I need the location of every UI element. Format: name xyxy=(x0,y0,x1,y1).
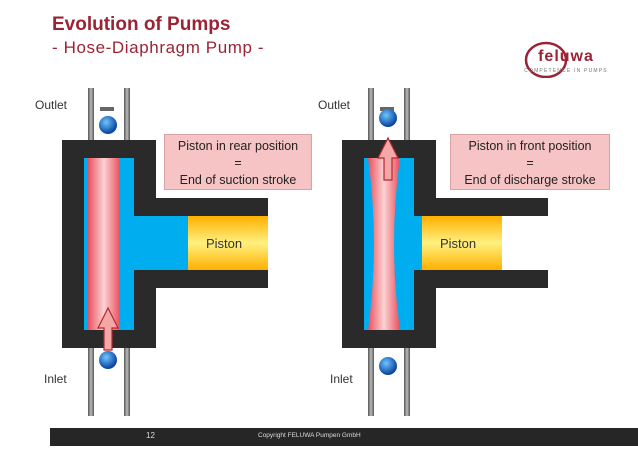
left-pump xyxy=(62,88,268,416)
left-inlet-valve-ball xyxy=(99,351,117,369)
right-outlet-valve-seat xyxy=(380,107,394,111)
right-cylinder-fluid xyxy=(414,216,422,270)
right-housing-right-lower xyxy=(414,288,436,330)
left-outlet-valve-seat xyxy=(100,107,114,111)
callout-line: Piston in rear position xyxy=(177,139,299,153)
left-housing-right-upper xyxy=(134,158,156,198)
left-outlet-pipe-wall xyxy=(88,88,94,142)
right-piston xyxy=(422,216,502,270)
left-cylinder-bottom-wall xyxy=(134,270,268,288)
right-outlet-pipe-wall xyxy=(404,88,410,142)
left-housing-top-flange xyxy=(62,140,156,158)
right-cylinder-top-wall xyxy=(414,198,548,216)
right-housing-left-wall xyxy=(342,158,364,330)
left-piston xyxy=(188,216,268,270)
copyright-text: Copyright FELUWA Pumpen GmbH xyxy=(258,432,361,439)
right-outlet-label: Outlet xyxy=(318,98,351,112)
right-piston-label: Piston xyxy=(440,236,477,251)
left-inlet-pipe-wall xyxy=(88,346,94,416)
right-inlet-pipe-wall xyxy=(368,346,374,416)
left-housing-left-wall xyxy=(62,158,84,330)
left-outlet-label: Outlet xyxy=(35,98,68,112)
right-pump xyxy=(342,88,548,416)
footer-bar: 12 Copyright FELUWA Pumpen GmbH xyxy=(50,428,638,446)
slide-title: Evolution of Pumps xyxy=(52,14,231,35)
right-state-callout: Piston in front position = End of discha… xyxy=(450,134,610,190)
right-outlet-pipe-wall xyxy=(368,88,374,142)
left-piston-label: Piston xyxy=(206,236,243,251)
left-outlet-pipe-wall xyxy=(124,88,130,142)
left-housing-right-lower xyxy=(134,288,156,330)
right-hose xyxy=(368,158,400,330)
right-housing-bottom-flange xyxy=(342,330,436,348)
callout-line: End of discharge stroke xyxy=(464,173,596,187)
left-flow-arrow-icon xyxy=(97,306,119,351)
left-cylinder-fluid xyxy=(134,216,188,270)
logo-tagline: COMPETENCE IN PUMPS xyxy=(524,68,608,74)
right-outlet-valve-ball xyxy=(379,109,397,127)
left-inlet-label: Inlet xyxy=(44,372,67,386)
callout-line: Piston in front position xyxy=(468,139,592,153)
callout-line: = xyxy=(234,156,242,170)
left-cylinder-top-wall xyxy=(134,198,268,216)
left-hose xyxy=(88,158,120,330)
right-flow-arrow-icon xyxy=(377,136,399,181)
right-inlet-label: Inlet xyxy=(330,372,353,386)
logo-text: feluwa xyxy=(538,48,594,65)
slide-subtitle: - Hose-Diaphragm Pump - xyxy=(52,38,265,57)
right-inlet-pipe-wall xyxy=(404,346,410,416)
callout-line: End of suction stroke xyxy=(179,173,297,187)
logo-ring-icon xyxy=(524,41,568,79)
left-state-callout: Piston in rear position = End of suction… xyxy=(164,134,312,190)
callout-line: = xyxy=(526,156,534,170)
right-cylinder-bottom-wall xyxy=(414,270,548,288)
left-inlet-pipe-wall xyxy=(124,346,130,416)
right-inlet-valve-ball xyxy=(379,357,397,375)
right-housing-right-upper xyxy=(414,158,436,198)
feluwa-logo: feluwa COMPETENCE IN PUMPS xyxy=(516,38,616,79)
page-number: 12 xyxy=(146,431,155,440)
left-outlet-valve-ball xyxy=(99,116,117,134)
